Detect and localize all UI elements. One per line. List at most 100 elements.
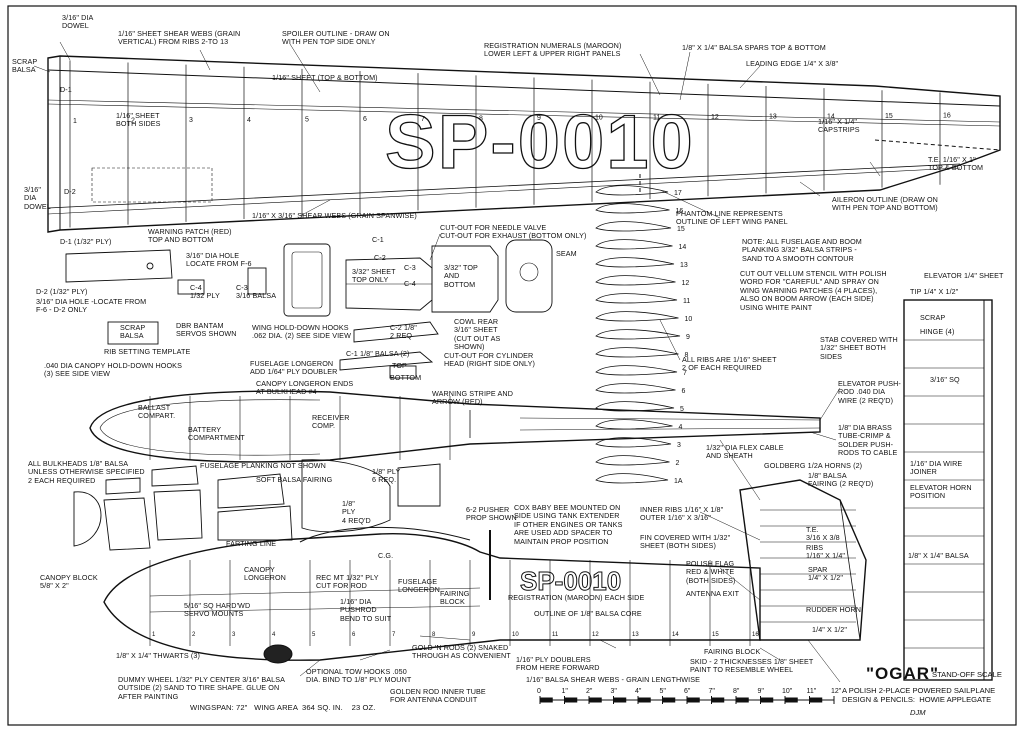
- rib-outline: [595, 185, 669, 196]
- rib-outline: [595, 257, 675, 268]
- rib-number: 17: [674, 190, 682, 197]
- label-spars: 1/8" X 1/4" BALSA SPARS TOP & BOTTOM: [682, 43, 826, 52]
- scale-segment: [760, 697, 774, 703]
- rib-number: 5: [680, 406, 684, 413]
- scale-segment: [588, 697, 602, 703]
- rib-outline: [595, 203, 670, 214]
- label-pusher-prop: 6-2 PUSHER PROP SHOWN: [466, 505, 517, 523]
- label-balsa-shear-webs: 1/16" BALSA SHEAR WEBS - GRAIN LENGTHWIS…: [526, 675, 701, 684]
- wing-rib-number: 13: [769, 114, 777, 121]
- fuselage-top-view: [89, 390, 821, 463]
- label-skid: SKID - 2 THICKNESSES 1/8" SHEET PAINT TO…: [690, 657, 814, 675]
- label-elevator-horn-position: ELEVATOR HORN POSITION: [910, 483, 972, 501]
- rib-outline: [595, 239, 673, 250]
- wing-rib-number: 3: [189, 117, 193, 124]
- label-battery: BATTERY COMPARTMENT: [188, 425, 245, 443]
- bulkhead-number: 12: [592, 632, 599, 638]
- label-seam: SEAM: [556, 249, 577, 258]
- scale-tick-label: 9": [758, 688, 765, 695]
- wing-rib-number: 2: [131, 118, 135, 125]
- label-golden-rod: GOLDEN ROD INNER TUBE FOR ANTENNA CONDUI…: [390, 687, 486, 705]
- label-elevator-sheet: ELEVATOR 1/4" SHEET: [924, 271, 1004, 280]
- label-fairing-block: FAIRING BLOCK: [440, 589, 470, 607]
- label-c4: C-4: [404, 279, 416, 288]
- scale-segment: [735, 697, 749, 703]
- label-spar-fin: SPAR 1/4" X 1/2": [808, 565, 843, 583]
- rib-number: 9: [686, 334, 690, 341]
- label-dowel-left: 3/16" DIA DOWEL: [24, 185, 51, 211]
- label-dbr-servos: DBR BANTAM SERVOS SHOWN: [176, 321, 237, 339]
- label-wire-joiner: 1/16" DIA WIRE JOINER: [910, 459, 963, 477]
- scale-tick-label: 11": [807, 688, 817, 695]
- label-d1-ply: D-1 (1/32" PLY): [60, 237, 112, 246]
- label-registration-numerals: REGISTRATION NUMERALS (MAROON) LOWER LEF…: [484, 41, 622, 59]
- label-hinge: HINGE (4): [920, 327, 955, 336]
- label-registration-each-side: REGISTRATION (MAROON) EACH SIDE: [508, 593, 645, 602]
- bulkhead-number: 10: [512, 632, 519, 638]
- standoff-scale: STAND-OFF SCALE: [932, 670, 1002, 679]
- label-te-fin: T.E. 3/16 X 3/8: [806, 525, 840, 543]
- scale-tick-label: 7": [709, 688, 716, 695]
- label-cg: C.G.: [378, 551, 394, 560]
- label-rib-template: RIB SETTING TEMPLATE: [104, 347, 191, 356]
- rib-outline: [595, 401, 675, 412]
- label-gold-n-rods: GOLD 'N RODS (2) SNAKED THROUGH AS CONVE…: [412, 643, 511, 661]
- scale-tick-label: 3": [611, 688, 618, 695]
- label-ply-6req: 1/8" PLY 6 REQ.: [372, 467, 401, 485]
- scale-tick-label: 10": [782, 688, 793, 695]
- wing-rib-number: 5: [305, 117, 309, 124]
- scale-segment: [809, 697, 823, 703]
- scale-segment: [637, 697, 651, 703]
- label-aileron: AILERON OUTLINE (DRAW ON WITH PEN TOP AN…: [832, 195, 938, 213]
- label-rudder-horn: RUDDER HORN: [806, 605, 862, 614]
- bulkhead-number: 15: [712, 632, 719, 638]
- scale-segment: [613, 697, 627, 703]
- label-fuselage-note: NOTE: ALL FUSELAGE AND BOOM PLANKING 3/3…: [742, 237, 862, 263]
- label-sheet-both-sides: 1/16" SHEET BOTH SIDES: [116, 111, 161, 129]
- label-spoiler: SPOILER OUTLINE - DRAW ON WITH PEN TOP S…: [282, 29, 390, 47]
- label-dummy-wheel: DUMMY WHEEL 1/32" PLY CENTER 3/16" BALSA…: [118, 675, 286, 701]
- label-scrap: SCRAP: [920, 313, 946, 322]
- label-cowl-rear: COWL REAR 3/16" SHEET (CUT OUT AS SHOWN): [454, 317, 501, 352]
- rib-number: 16: [676, 208, 684, 215]
- label-farting-line: FARTING LINE: [226, 539, 277, 548]
- label-all-ribs: ALL RIBS ARE 1/16" SHEET 2 OF EACH REQUI…: [682, 355, 777, 373]
- label-c1-balsa: C-1 1/8" BALSA (2): [346, 349, 410, 358]
- label-canopy-longeron: CANOPY LONGERON: [244, 565, 286, 583]
- label-ribs-fin: RIBS 1/16" X 1/4": [806, 543, 846, 561]
- rib-number: 12: [682, 280, 690, 287]
- wing-rib-number: 8: [479, 115, 483, 122]
- bulkhead-number: 9: [472, 632, 476, 638]
- scale-segment: [662, 697, 676, 703]
- label-d2-ply: D-2 (1/32" PLY): [36, 287, 88, 296]
- label-warning-patch: WARNING PATCH (RED) TOP AND BOTTOM: [148, 227, 232, 245]
- bulkhead-number: 16: [752, 632, 759, 638]
- scale-tick-label: 5": [660, 688, 667, 695]
- label-capstrips: 1/16" X 1/4" CAPSTRIPS: [818, 117, 860, 135]
- scale-tick-label: 2": [586, 688, 593, 695]
- bulkhead-number: 11: [552, 632, 559, 638]
- scale-segment: [784, 697, 798, 703]
- label-polish-flag: POLISH FLAG RED & WHITE (BOTH SIDES): [686, 559, 736, 585]
- wing-rib-number: 16: [943, 113, 951, 120]
- label-dia-hole-f6: 3/16" DIA HOLE LOCATE FROM F-6: [186, 251, 252, 269]
- label-sq-316: 3/16" SQ: [930, 375, 960, 384]
- label-d1: D-1: [60, 85, 72, 94]
- label-tip: TIP 1/4" X 1/2": [910, 287, 959, 296]
- label-thwarts: 1/8" X 1/4" THWARTS (3): [116, 651, 200, 660]
- scale-tick-label: 4": [635, 688, 642, 695]
- rib-number: 1A: [674, 478, 683, 485]
- scale-segment: [564, 697, 578, 703]
- label-cylinder-head: CUT-OUT FOR CYLINDER HEAD (RIGHT SIDE ON…: [444, 351, 535, 369]
- fuselage-registration: SP-0010: [520, 566, 621, 596]
- wing-rib-number: 12: [711, 114, 719, 121]
- label-soft-balsa: SOFT BALSA FAIRING: [256, 475, 333, 484]
- label-warning-stripe: WARNING STRIPE AND ARROW (RED): [432, 389, 514, 407]
- fin: [739, 479, 867, 641]
- label-scrap-balsa2: SCRAP BALSA: [120, 323, 146, 341]
- sheet-border: [7, 5, 1017, 726]
- wing-rib-number: 15: [885, 113, 893, 120]
- rib-number: 15: [677, 226, 685, 233]
- scale-segment: [539, 697, 553, 703]
